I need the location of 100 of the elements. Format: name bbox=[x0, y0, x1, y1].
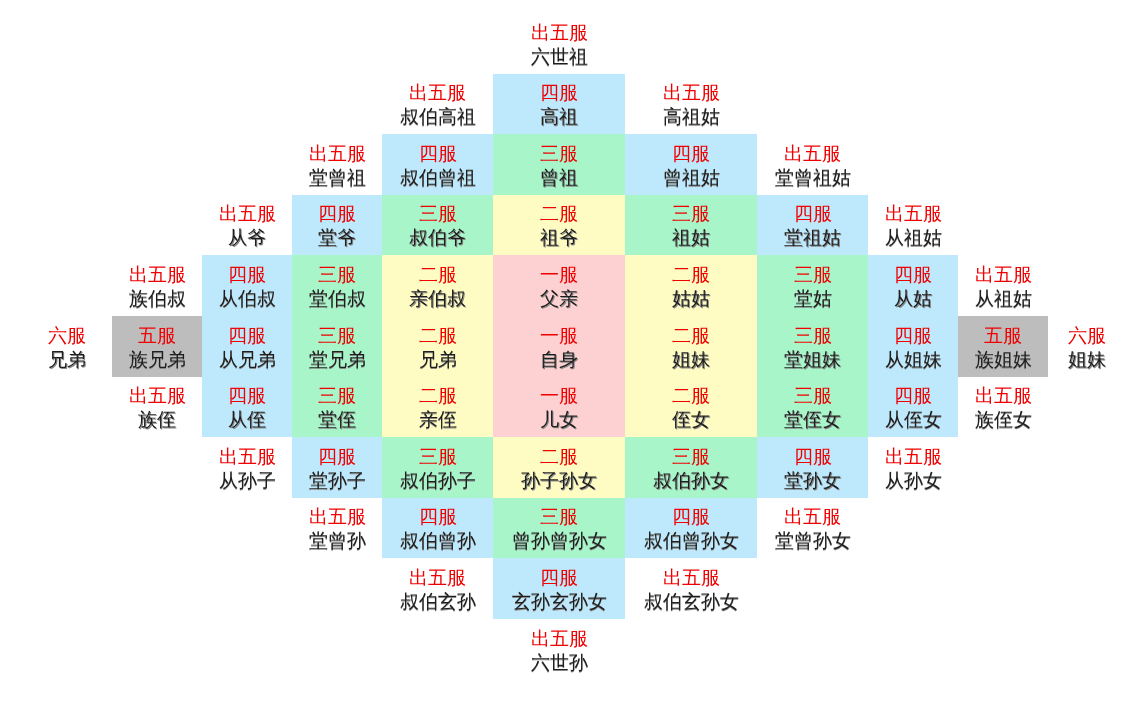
mourning-degree: 四服 bbox=[228, 322, 266, 347]
mourning-degree: 四服 bbox=[894, 322, 932, 347]
relative-title: 孙子孙女 bbox=[521, 467, 597, 492]
mourning-degree: 三服 bbox=[793, 322, 832, 347]
kinship-cell bbox=[625, 255, 757, 316]
mourning-degree: 出五服 bbox=[530, 625, 588, 650]
mourning-degree: 五服 bbox=[984, 322, 1022, 347]
kinship-cell bbox=[202, 377, 292, 437]
kinship-cell bbox=[292, 437, 382, 498]
kinship-cell bbox=[493, 377, 625, 437]
relative-title: 叔伯孙女 bbox=[653, 467, 729, 492]
mourning-degree: 一服 bbox=[540, 322, 578, 347]
kinship-cell bbox=[757, 437, 868, 498]
kinship-cell bbox=[625, 195, 757, 255]
relative-title: 堂曾祖姑 bbox=[774, 164, 851, 189]
mourning-degree: 出五服 bbox=[662, 80, 720, 104]
kinship-cell bbox=[382, 498, 493, 558]
mourning-degree: 三服 bbox=[540, 140, 578, 165]
relative-title: 从姑 bbox=[894, 285, 932, 310]
kinship-cell bbox=[382, 195, 493, 255]
relative-title: 曾祖 bbox=[540, 164, 578, 189]
relative-title: 堂曾孙 bbox=[308, 528, 366, 552]
relative-title: 叔伯曾祖 bbox=[399, 164, 476, 189]
relative-title: 侄女 bbox=[672, 407, 710, 431]
mourning-degree: 出五服 bbox=[409, 564, 466, 589]
relative-title: 堂姐妹 bbox=[784, 346, 841, 371]
mourning-degree: 出五服 bbox=[308, 504, 366, 528]
mourning-degree: 三服 bbox=[318, 322, 356, 347]
relative-title: 祖姑 bbox=[672, 225, 710, 249]
relative-title: 从侄 bbox=[228, 407, 266, 431]
mourning-degree: 一服 bbox=[540, 383, 578, 407]
mourning-degree: 三服 bbox=[318, 261, 356, 286]
relative-title: 堂爷 bbox=[318, 225, 356, 249]
relative-title: 姐妹 bbox=[1068, 346, 1106, 371]
kinship-cell bbox=[292, 377, 382, 437]
mourning-degree: 四服 bbox=[418, 140, 457, 165]
mourning-degree: 四服 bbox=[418, 504, 457, 528]
mourning-degree: 四服 bbox=[894, 261, 932, 286]
mourning-degree: 四服 bbox=[228, 383, 266, 407]
relative-title: 曾孙曾孙女 bbox=[511, 528, 607, 552]
mourning-degree: 出五服 bbox=[128, 383, 186, 407]
relative-title: 从侄女 bbox=[884, 407, 942, 431]
mourning-degree: 四服 bbox=[672, 504, 710, 528]
relative-title: 六世祖 bbox=[530, 43, 588, 68]
mourning-degree: 四服 bbox=[318, 443, 356, 468]
relative-title: 从爷 bbox=[228, 225, 266, 249]
kinship-cell bbox=[757, 255, 868, 316]
relative-title: 族侄女 bbox=[974, 407, 1032, 431]
mourning-degree: 三服 bbox=[540, 504, 578, 528]
mourning-degree: 出五服 bbox=[784, 140, 841, 165]
mourning-degree: 四服 bbox=[540, 80, 578, 104]
kinship-cell bbox=[868, 377, 958, 437]
relative-title: 堂侄 bbox=[318, 407, 356, 431]
mourning-degree: 出五服 bbox=[884, 443, 942, 468]
relative-title: 从祖姑 bbox=[974, 285, 1032, 310]
relative-title: 堂姑 bbox=[793, 285, 832, 310]
mourning-degree: 出五服 bbox=[974, 261, 1032, 286]
mourning-degree: 四服 bbox=[793, 201, 832, 225]
kinship-cell bbox=[493, 558, 625, 619]
relative-title: 兄弟 bbox=[418, 346, 457, 371]
relative-title: 儿女 bbox=[540, 407, 578, 431]
relative-title: 族侄 bbox=[138, 407, 176, 431]
mourning-degree: 二服 bbox=[418, 261, 457, 286]
mourning-degree: 出五服 bbox=[784, 504, 841, 528]
relative-title: 叔伯曾孙女 bbox=[643, 528, 739, 552]
mourning-degree: 四服 bbox=[672, 140, 710, 165]
mourning-degree: 四服 bbox=[540, 564, 578, 589]
relative-title: 六世孙 bbox=[530, 649, 588, 674]
kinship-cell bbox=[292, 255, 382, 316]
relative-title: 叔伯高祖 bbox=[399, 104, 476, 128]
kinship-cell bbox=[382, 437, 493, 498]
mourning-degree: 三服 bbox=[793, 383, 832, 407]
mourning-degree: 四服 bbox=[793, 443, 832, 468]
kinship-cell bbox=[292, 195, 382, 255]
mourning-degree: 一服 bbox=[540, 261, 578, 286]
relative-title: 堂孙子 bbox=[308, 467, 366, 492]
kinship-cell bbox=[625, 437, 757, 498]
mourning-degree: 四服 bbox=[318, 201, 356, 225]
mourning-degree: 三服 bbox=[672, 201, 710, 225]
mourning-degree: 六服 bbox=[48, 322, 86, 347]
relative-title: 高祖姑 bbox=[662, 104, 720, 128]
relative-title: 姐妹 bbox=[672, 346, 710, 371]
mourning-degree: 四服 bbox=[228, 261, 266, 286]
mourning-degree: 出五服 bbox=[884, 201, 942, 225]
relative-title: 叔伯孙子 bbox=[399, 467, 476, 492]
relative-title: 祖爷 bbox=[540, 225, 578, 249]
mourning-degree: 三服 bbox=[672, 443, 710, 468]
mourning-degree: 二服 bbox=[418, 383, 457, 407]
mourning-degree: 二服 bbox=[540, 201, 578, 225]
mourning-degree: 三服 bbox=[418, 201, 457, 225]
mourning-degree: 出五服 bbox=[974, 383, 1032, 407]
relative-title: 堂祖姑 bbox=[784, 225, 841, 249]
relative-title: 玄孙玄孙女 bbox=[511, 588, 607, 613]
mourning-degree: 出五服 bbox=[308, 140, 366, 165]
mourning-degree: 二服 bbox=[672, 383, 710, 407]
kinship-cell bbox=[493, 255, 625, 316]
kinship-cell bbox=[493, 74, 625, 134]
mourning-degree: 出五服 bbox=[530, 19, 588, 44]
kinship-cell bbox=[493, 134, 625, 195]
mourning-degree: 出五服 bbox=[218, 443, 276, 468]
